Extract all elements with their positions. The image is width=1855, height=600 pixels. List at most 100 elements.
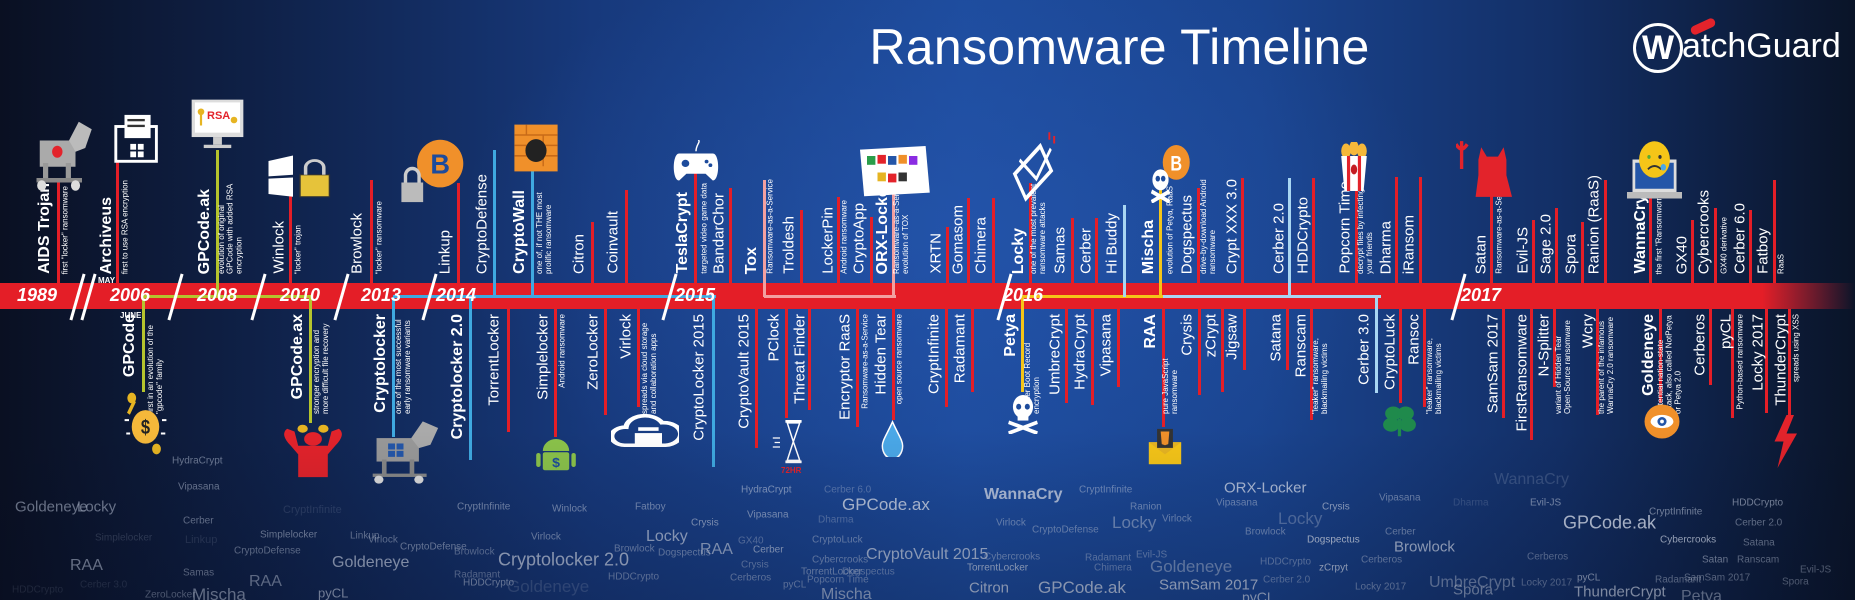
event-name: Cryptolocker 2.0 — [449, 314, 466, 440]
word-cloud-item: Crysis — [741, 559, 769, 571]
word-cloud-item: Locky — [646, 528, 688, 545]
word-cloud-item: Citron — [969, 579, 1010, 597]
event-name: zCrypt — [1202, 314, 1220, 358]
golden-eye-icon — [1643, 403, 1681, 440]
word-cloud-item: Cerberos — [1361, 554, 1403, 566]
lightning-bolt-icon — [1770, 415, 1800, 468]
word-cloud-item: pyCL — [1577, 572, 1601, 584]
event-name: Archiveus — [98, 196, 115, 274]
word-cloud-item: Evil-JS — [1136, 549, 1168, 561]
year-label: 2015 — [674, 285, 716, 305]
stick-line-below — [856, 309, 859, 427]
word-cloud-item: Dogspectus — [842, 566, 895, 578]
devil-icon — [1456, 138, 1512, 200]
event-name: Tox — [743, 246, 760, 274]
stick-line-above — [1714, 208, 1717, 283]
word-cloud-item: Petya — [1681, 588, 1722, 600]
event-description: "locker" trojan — [293, 224, 303, 274]
word-cloud-item: Cybercrooks — [984, 551, 1041, 563]
event-name: CryptoApp — [850, 203, 868, 274]
event-name: BandarChor — [710, 193, 728, 274]
stick-line-above — [763, 180, 766, 297]
event-name: FirstRansomware — [1513, 314, 1531, 432]
stick-line-below — [1091, 309, 1094, 405]
event-name: Samas — [1051, 227, 1069, 274]
word-cloud-item: CryptoDefense — [234, 545, 301, 557]
stick-line-above — [1159, 180, 1162, 297]
popcorn-icon — [1338, 142, 1370, 192]
stick-line-above — [1355, 170, 1358, 283]
stick-line-above — [531, 170, 534, 297]
stick-line-below — [1596, 309, 1599, 415]
stick-line-above — [625, 190, 628, 283]
event-name: Jigsaw — [1223, 314, 1241, 360]
word-cloud-item: Browlock — [614, 543, 655, 555]
word-cloud-item: HDDCrypto — [12, 584, 64, 596]
svg-text:$: $ — [141, 416, 150, 439]
javascript-envelope-icon — [1147, 427, 1183, 465]
word-cloud-item: Cerber — [1385, 526, 1416, 538]
stick-line-below — [1065, 309, 1068, 403]
word-cloud-item: Cerberos — [1527, 551, 1569, 563]
event-name: ZeroLocker — [584, 314, 602, 390]
word-cloud-item: Cerber 3.0 — [80, 579, 128, 591]
family-connector-line — [1022, 295, 1163, 298]
word-cloud-item: Locky 2017 — [1355, 581, 1407, 593]
word-cloud-item: GPCode.ak — [1563, 512, 1657, 533]
word-cloud-item: Spora — [1453, 581, 1494, 599]
event-name: Simplelocker — [534, 314, 552, 400]
word-cloud-item: CryptInfinite — [1079, 484, 1133, 496]
event-description: GX40 derivative — [1719, 217, 1729, 274]
event-name: WannaCry — [1632, 195, 1649, 274]
stick-line-below — [637, 309, 640, 407]
event-name: CryptoDefense — [473, 173, 491, 274]
stick-line-below — [392, 297, 395, 437]
stick-line-below — [1399, 309, 1402, 403]
event-description: open source ransomware — [894, 314, 904, 405]
sad-laptop-icon — [1627, 140, 1682, 205]
gamepad-icon — [672, 140, 720, 185]
event-name: AIDS Trojan — [36, 183, 53, 274]
word-cloud-item: Satan — [1702, 554, 1729, 566]
stick-line-below — [1423, 309, 1426, 407]
stick-line-below — [604, 309, 607, 415]
event-name: TeslaCrypt — [674, 192, 691, 274]
stick-line-above — [870, 217, 873, 283]
event-description: one of, if not THE most prolific ransomw… — [535, 192, 553, 274]
word-cloud-item: Goldeneye — [507, 577, 590, 596]
event-name: Chimera — [972, 217, 990, 274]
stick-line-below — [1375, 297, 1378, 393]
word-cloud-item: Radamant — [1085, 552, 1132, 564]
family-connector-line — [1124, 295, 1381, 298]
event-name: GPCode.ax — [289, 314, 306, 400]
stick-line-below — [1709, 309, 1712, 385]
stick-line-above — [694, 163, 697, 283]
stick-line-above — [946, 227, 949, 283]
word-cloud-item: Linkup — [185, 534, 218, 546]
event-name: HydraCrypt — [1071, 314, 1089, 390]
event-name: Crysis — [1178, 314, 1196, 356]
stick-line-above — [992, 198, 995, 283]
word-cloud-item: Ranscam — [1737, 554, 1780, 566]
event-description: evolution of original GPCode with added … — [216, 184, 244, 274]
word-cloud-item: HDDCrypto — [1732, 497, 1784, 509]
word-cloud-item: TorrentLocker — [801, 566, 863, 578]
water-drop-icon — [878, 420, 907, 457]
event-name: Browlock — [348, 213, 366, 274]
stick-line-above — [1604, 180, 1607, 283]
word-cloud-item: Crysis — [691, 517, 719, 529]
month-label-june: JUNE — [120, 311, 142, 320]
event-name: Wcry — [1579, 314, 1597, 349]
event-description: "leaker" ransomware, blackmailing victim… — [1311, 338, 1329, 414]
word-cloud-item: CryptoLuck — [812, 534, 863, 546]
stick-line-below — [1765, 309, 1768, 413]
event-name: Troldesh — [780, 216, 798, 274]
word-cloud-item: CryptInfinite — [457, 501, 511, 513]
year-label: 2017 — [1460, 285, 1502, 305]
event-description: RaaS — [1776, 253, 1786, 274]
stick-line-above — [1312, 178, 1315, 283]
family-connector-line — [393, 295, 716, 298]
stick-line-above — [800, 210, 803, 283]
stick-line-below — [971, 309, 974, 392]
word-cloud-item: Browlock — [1394, 538, 1455, 556]
